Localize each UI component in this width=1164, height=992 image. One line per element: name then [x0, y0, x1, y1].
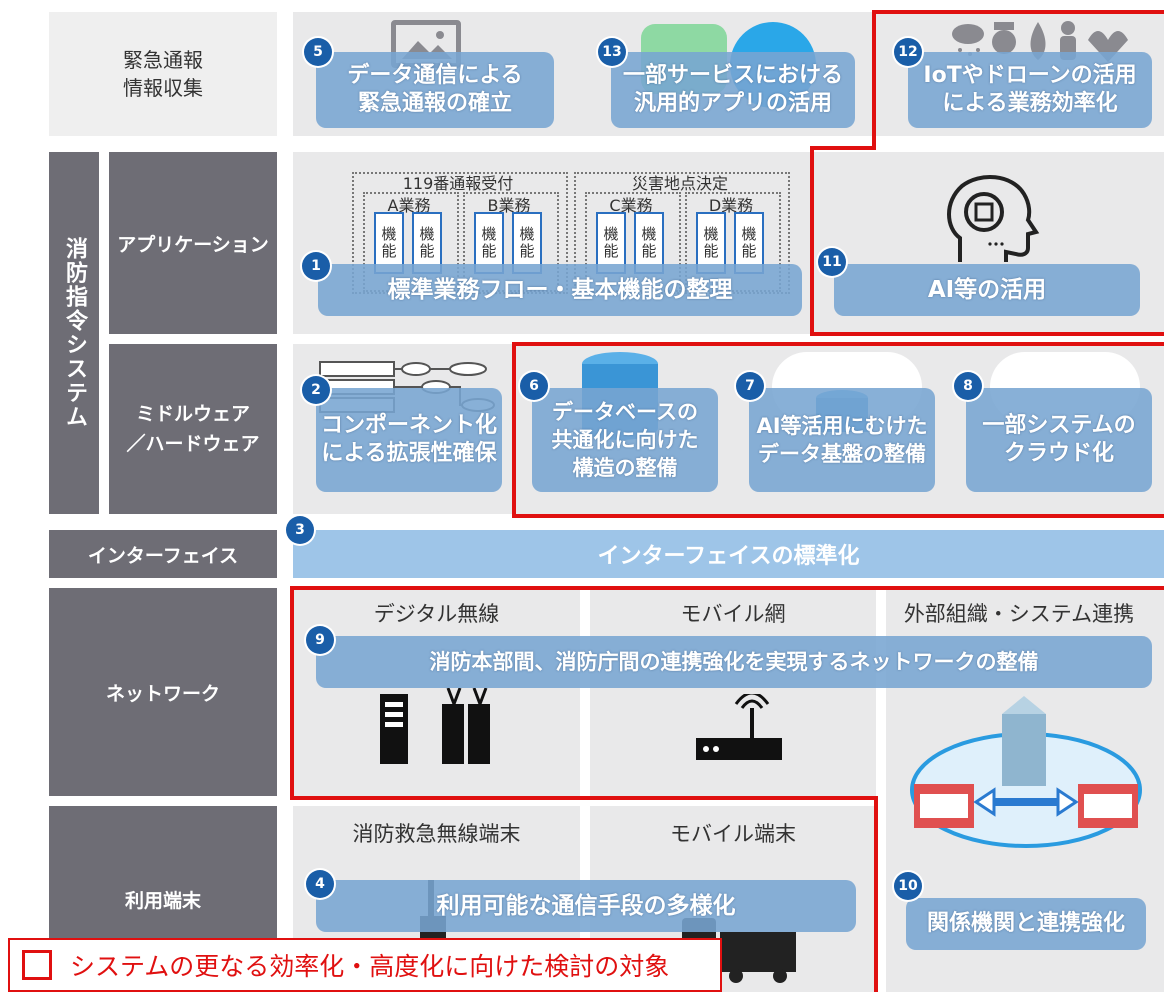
- row-command-system: 消防指令システム: [49, 152, 99, 514]
- task-d-label: D業務: [708, 196, 754, 215]
- badge-3: 3: [286, 516, 314, 544]
- caption-11: AI等の活用: [834, 264, 1140, 316]
- focus-outline-segment: [872, 10, 1164, 14]
- server-rack-icon: [376, 687, 496, 770]
- legend: システムの更なる効率化・高度化に向けた検討の対象: [8, 938, 722, 992]
- legend-text: システムの更なる効率化・高度化に向けた検討の対象: [70, 952, 670, 981]
- badge-2: 2: [302, 376, 330, 404]
- focus-outline-segment: [874, 796, 878, 992]
- badge-9: 9: [306, 626, 334, 654]
- task-b-label: B業務: [487, 196, 531, 215]
- func-box: 機能: [374, 212, 404, 274]
- badge-10: 10: [894, 872, 922, 900]
- task-a-label: A業務: [387, 196, 431, 215]
- focus-outline-segment: [810, 146, 876, 150]
- group-119-label: 119番通報受付: [402, 174, 514, 193]
- caption-6: データベースの 共通化に向けた 構造の整備: [532, 388, 718, 492]
- ai-head-icon: [940, 172, 1050, 272]
- caption-13: 一部サービスにおける 汎用的アプリの活用: [611, 52, 855, 128]
- func-box: 機能: [412, 212, 442, 274]
- net-col-mobile: モバイル網: [680, 602, 786, 626]
- badge-6: 6: [520, 372, 548, 400]
- term-col-mobile: モバイル端末: [670, 822, 796, 846]
- term-col-radio: 消防救急無線端末: [352, 822, 521, 846]
- caption-2: コンポーネント化 による拡張性確保: [316, 388, 502, 492]
- focus-outline-segment: [872, 10, 876, 150]
- external-network-illustration: [906, 690, 1146, 854]
- caption-9: 消防本部間、消防庁間の連携強化を実現するネットワークの整備: [316, 636, 1152, 688]
- badge-7: 7: [736, 372, 764, 400]
- badge-1: 1: [302, 252, 330, 280]
- focus-outline-segment: [290, 586, 294, 800]
- badge-13: 13: [598, 38, 626, 66]
- router-icon: [694, 691, 784, 768]
- row-application: アプリケーション: [109, 152, 277, 334]
- row-interface: インターフェイス: [49, 530, 277, 578]
- command-system-label: 消防指令システム: [62, 237, 87, 429]
- net-col-digital: デジタル無線: [373, 602, 500, 626]
- caption-12: IoTやドローンの活用 による業務効率化: [908, 52, 1152, 128]
- row-network: ネットワーク: [49, 588, 277, 796]
- badge-5: 5: [304, 38, 332, 66]
- caption-4: 利用可能な通信手段の多様化: [316, 880, 856, 932]
- interface-bar: インターフェイスの標準化: [293, 530, 1164, 578]
- caption-1: 標準業務フロー・基本機能の整理: [318, 264, 802, 316]
- focus-outline-segment: [810, 146, 814, 336]
- group-disaster-label: 災害地点決定: [631, 174, 728, 193]
- caption-8: 一部システムの クラウド化: [966, 388, 1152, 492]
- caption-10: 関係機関と連携強化: [906, 898, 1146, 950]
- row-middleware: ミドルウェア ／ハードウェア: [109, 344, 277, 514]
- task-c-label: C業務: [609, 196, 653, 215]
- func-box: 機能: [734, 212, 764, 274]
- func-box: 機能: [596, 212, 626, 274]
- badge-12: 12: [894, 38, 922, 66]
- caption-7: AI等活用にむけた データ基盤の整備: [749, 388, 935, 492]
- caption-5: データ通信による 緊急通報の確立: [316, 52, 554, 128]
- focus-outline-segment: [810, 332, 1164, 336]
- panel-net-digital: [293, 588, 580, 796]
- legend-swatch: [22, 950, 52, 980]
- row-emergency: 緊急通報 情報収集: [49, 12, 277, 136]
- badge-11: 11: [818, 248, 846, 276]
- badge-8: 8: [954, 372, 982, 400]
- func-box: 機能: [634, 212, 664, 274]
- badge-4: 4: [306, 870, 334, 898]
- func-box: 機能: [512, 212, 542, 274]
- panel-net-mobile: [590, 588, 876, 796]
- focus-outline-segment: [290, 586, 1164, 590]
- net-col-external: 外部組織・システム連携: [903, 602, 1135, 626]
- focus-outline-segment: [290, 796, 878, 800]
